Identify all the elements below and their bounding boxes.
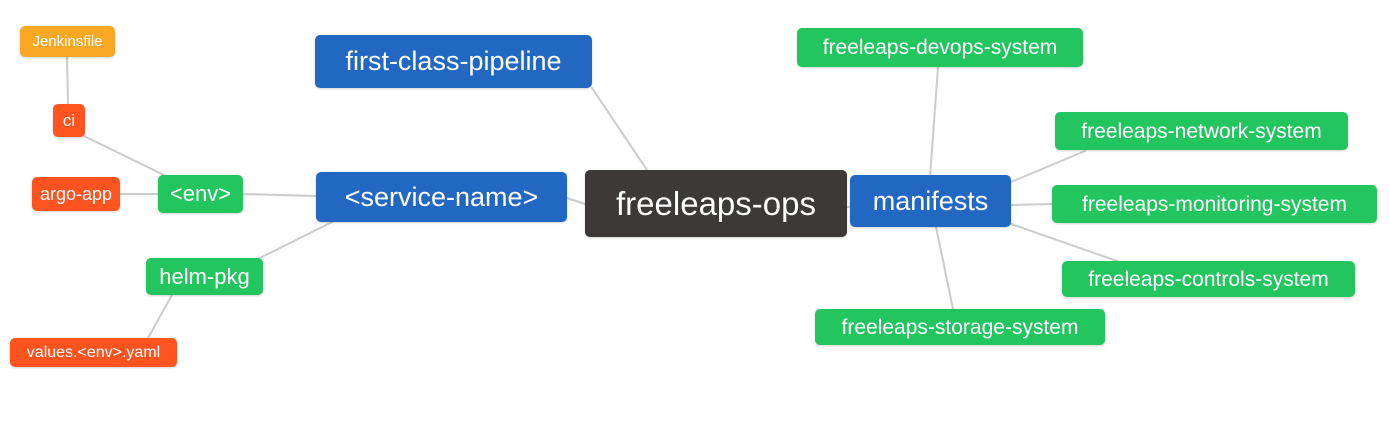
node-freeleaps-ops[interactable]: freeleaps-ops	[585, 170, 847, 237]
node-monitoring-system[interactable]: freeleaps-monitoring-system	[1052, 185, 1377, 223]
edge-manifests-to-devops-system	[929, 66, 939, 178]
node-devops-system[interactable]: freeleaps-devops-system	[797, 28, 1083, 67]
node-service-name[interactable]: <service-name>	[316, 172, 567, 222]
node-jenkinsfile[interactable]: Jenkinsfile	[20, 26, 115, 57]
node-network-system[interactable]: freeleaps-network-system	[1055, 112, 1348, 150]
edge-service-name-to-helm-pkg	[257, 221, 333, 260]
edge-freeleaps-ops-to-first-class-pipeline	[591, 87, 648, 171]
edge-manifests-to-network-system	[1010, 150, 1086, 183]
edge-env-to-service-name	[242, 193, 317, 197]
edge-service-name-to-freeleaps-ops	[566, 197, 586, 205]
node-env[interactable]: <env>	[158, 175, 243, 213]
node-helm-pkg[interactable]: helm-pkg	[146, 258, 263, 295]
node-first-class-pipeline[interactable]: first-class-pipeline	[315, 35, 592, 88]
node-argo-app[interactable]: argo-app	[32, 177, 120, 211]
node-values-env-yaml[interactable]: values.<env>.yaml	[10, 338, 177, 367]
node-controls-system[interactable]: freeleaps-controls-system	[1062, 261, 1355, 297]
edge-helm-pkg-to-values-env-yaml	[147, 294, 173, 339]
edge-manifests-to-monitoring-system	[1010, 203, 1053, 206]
edge-ci-to-env	[83, 135, 167, 177]
edge-jenkinsfile-to-ci	[66, 56, 69, 105]
node-ci[interactable]: ci	[53, 104, 85, 137]
edge-manifests-to-controls-system	[1010, 223, 1121, 263]
edge-manifests-to-storage-system	[935, 226, 954, 310]
node-storage-system[interactable]: freeleaps-storage-system	[815, 309, 1105, 345]
node-manifests[interactable]: manifests	[850, 175, 1011, 227]
